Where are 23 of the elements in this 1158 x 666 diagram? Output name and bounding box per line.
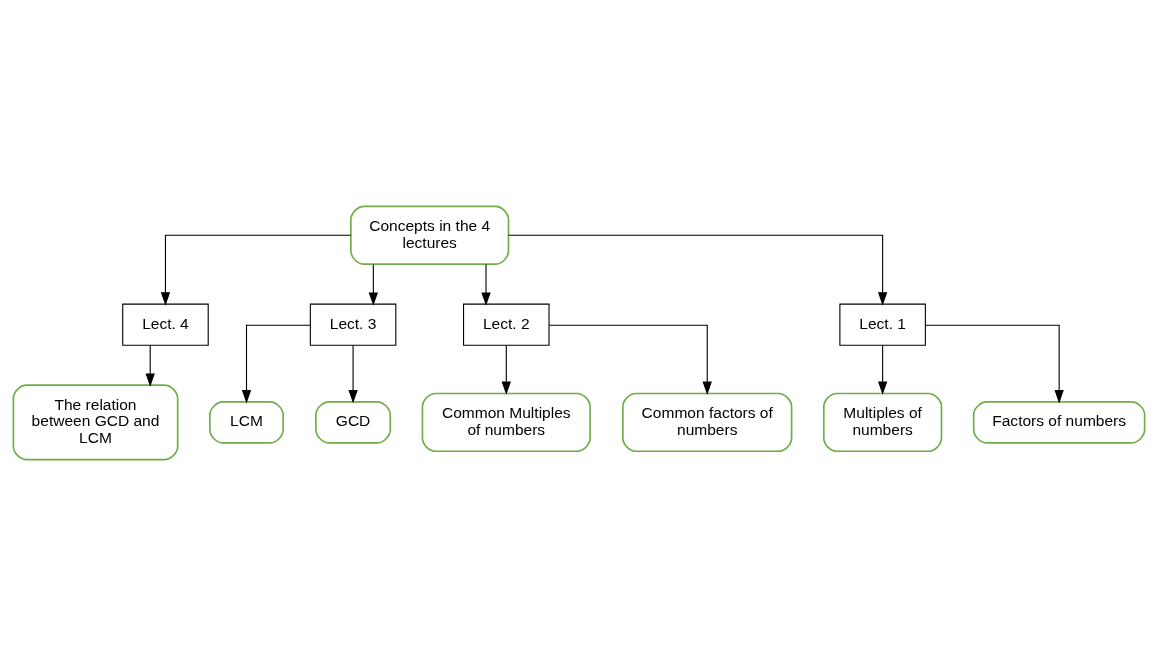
arrow [348, 344, 358, 404]
arrow [241, 324, 311, 404]
node-box: Lect. 4 [122, 303, 209, 346]
node-box: Concepts in the 4 lectures [350, 205, 510, 265]
arrow [501, 344, 511, 395]
arrow [548, 324, 712, 395]
node-box: GCD [315, 401, 392, 444]
node-box: Lect. 2 [463, 303, 550, 346]
arrow [160, 234, 352, 306]
arrow [145, 344, 155, 387]
node-box: Common Multiples of numbers [421, 392, 591, 453]
node-box: Lect. 1 [839, 303, 926, 346]
node-box: Common factors of numbers [622, 392, 793, 453]
arrow [877, 344, 888, 395]
arrow [481, 264, 491, 306]
node-box: Factors of numbers [972, 401, 1146, 444]
arrow [508, 234, 888, 306]
arrow [368, 264, 378, 306]
node-box: The relation between GCD and LCM [12, 384, 179, 461]
node-box: Lect. 3 [309, 303, 397, 346]
node-box: Multiples of numbers [822, 392, 943, 453]
arrow [925, 324, 1064, 404]
node-box: LCM [209, 401, 284, 444]
